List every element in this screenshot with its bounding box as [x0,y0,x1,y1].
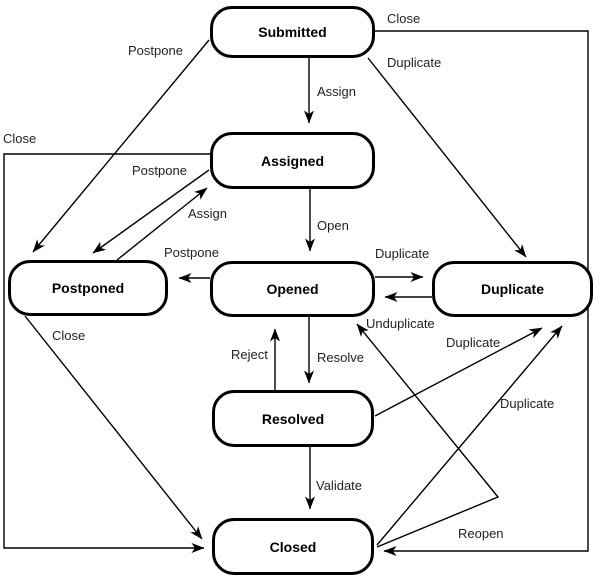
edge-label-opened-postponed: Postpone [164,245,219,260]
edge-label-opened-resolved: Resolve [317,350,364,365]
edge-label-resolved-closed: Validate [316,478,363,493]
edge-label-assigned-opened: Open [317,218,349,233]
state-label: Resolved [261,410,325,427]
edge-label-assigned-closed: Close [3,131,37,146]
state-label: Submitted [258,24,327,40]
edge-label-closed-duplicate: Duplicate [500,396,555,411]
edge-label-duplicate-opened: Unduplicate [366,316,435,331]
state-node-submitted: Submitted [210,6,375,58]
edge-label-postponed-closed: Close [52,328,86,343]
edge-label-submitted-postponed: Postpone [128,43,183,58]
edge-submitted-postponed [32,39,210,253]
edge-label-submitted-duplicate: Duplicate [387,55,442,70]
edge-submitted-duplicate [367,57,527,258]
edge-resolved-duplicate [374,327,543,417]
edge-closed-opened [356,323,500,548]
state-label: Opened [266,281,319,297]
edge-closed-duplicate [376,325,563,546]
edge-label-postponed-assigned: Assign [188,206,228,221]
state-node-duplicate: Duplicate [432,261,593,317]
state-node-postponed: Postponed [8,260,168,316]
edge-label-closed-opened: Reopen [458,526,504,541]
state-node-opened: Opened [210,261,375,317]
state-label: Closed [269,538,317,555]
edge-label-resolved-opened: Reject [231,347,268,362]
state-label: Duplicate [480,281,544,297]
state-node-closed: Closed [212,518,374,575]
edge-label-opened-duplicate: Duplicate [375,246,430,261]
edge-postponed-closed [24,315,203,540]
edge-assigned-closed [3,153,210,553]
state-node-resolved: Resolved [212,390,374,447]
state-label: Assigned [260,152,324,169]
edge-label-assigned-postponed: Postpone [132,163,187,178]
edge-postponed-assigned [116,187,208,261]
state-node-assigned: Assigned [210,132,375,189]
edge-label-submitted-assigned: Assign [317,84,357,99]
edge-assigned-postponed [92,169,210,254]
edge-label-resolved-duplicate: Duplicate [446,335,501,350]
edge-label-submitted-closed: Close [387,11,421,26]
state-label: Postponed [51,280,125,296]
